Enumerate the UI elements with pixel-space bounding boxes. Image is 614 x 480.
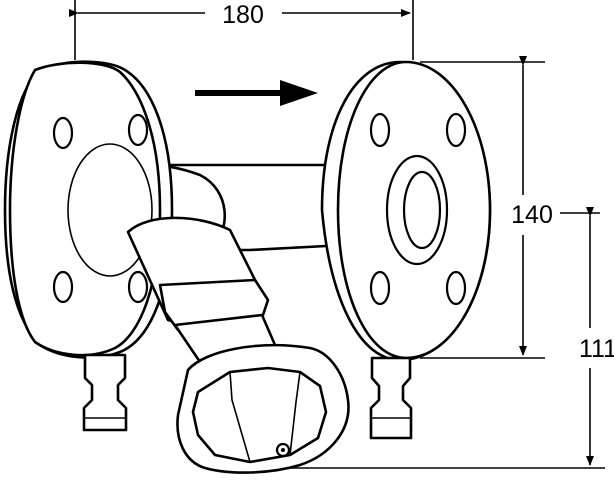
dimension-height: 140 xyxy=(420,56,600,359)
dimension-height-label: 140 xyxy=(511,201,553,229)
handwheel xyxy=(176,343,350,474)
right-flange xyxy=(320,60,492,440)
dimension-axis-height: 111 xyxy=(240,207,614,469)
dimension-axis-height-label: 111 xyxy=(579,335,614,363)
flow-direction-arrow xyxy=(195,80,318,106)
left-flange xyxy=(3,60,174,432)
dimension-length: 180 xyxy=(69,0,414,60)
dimension-length-label: 180 xyxy=(222,1,264,29)
